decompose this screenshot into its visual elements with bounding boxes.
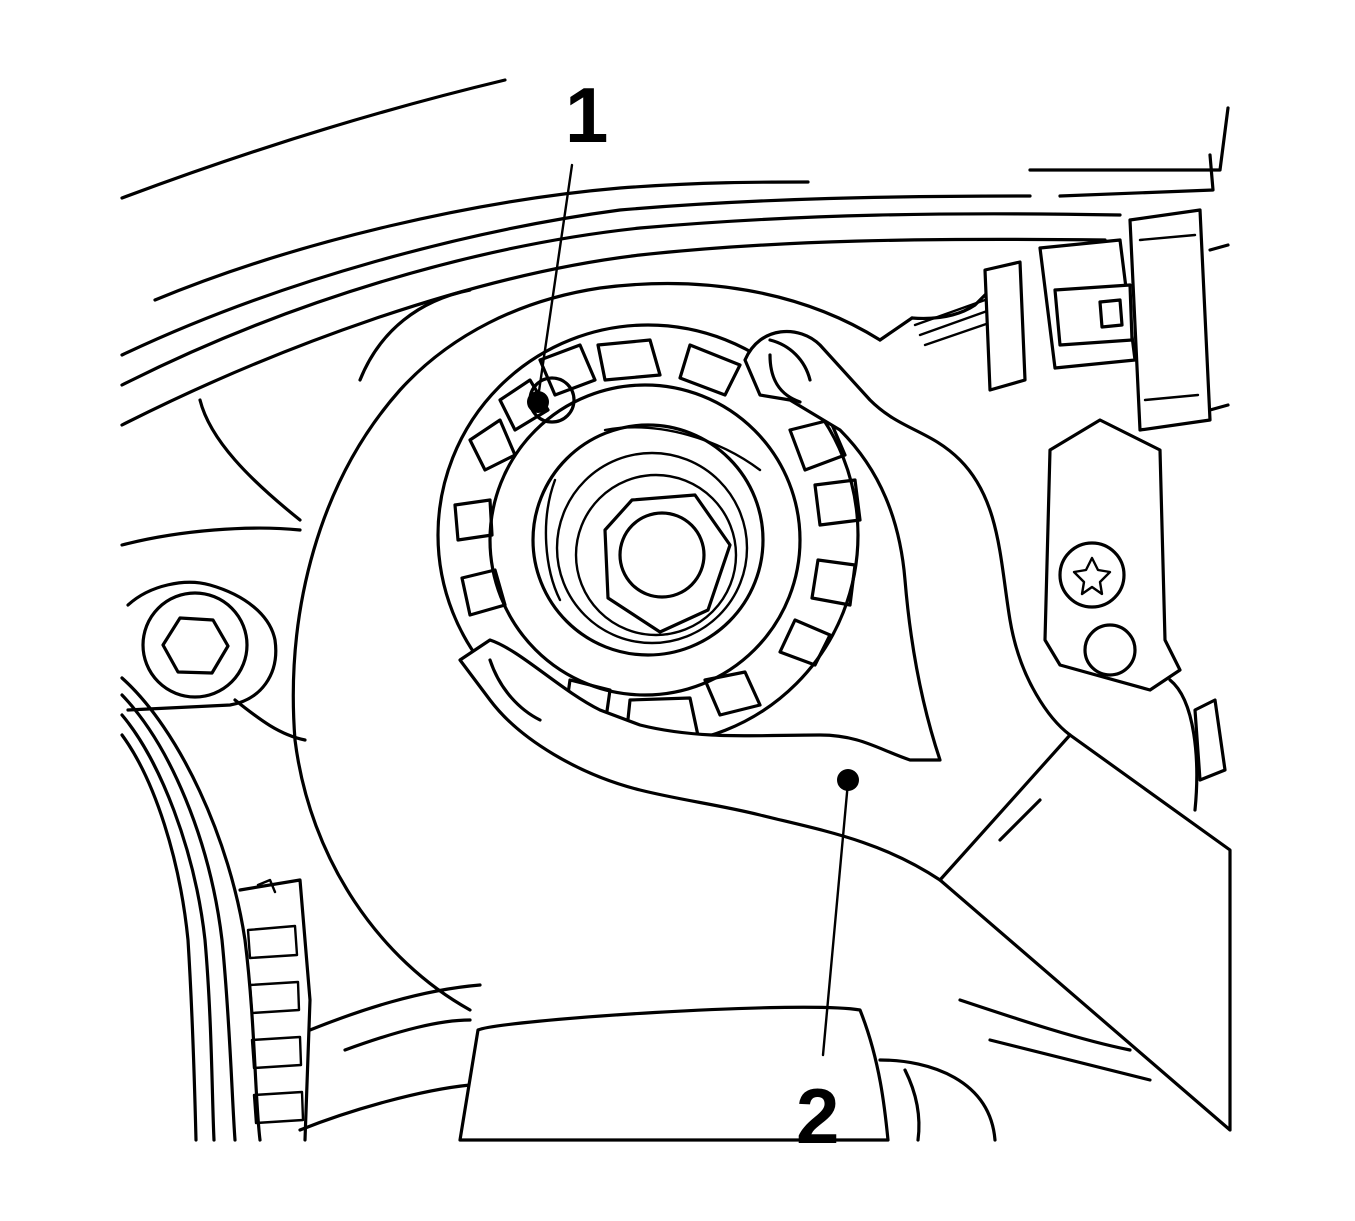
callout-1-leader — [536, 163, 574, 400]
holding-tool — [458, 329, 1232, 1132]
electrical-connector — [910, 208, 1230, 432]
callout-2-label: 2 — [796, 1072, 839, 1160]
mounting-bracket — [1043, 418, 1227, 812]
lower-block — [458, 998, 1152, 1142]
ribbed-arch — [120, 676, 482, 1142]
hex-bolt-left — [120, 398, 307, 742]
callout-1-label: 1 — [565, 71, 608, 159]
callout-2-leader — [821, 780, 850, 1057]
callout-2-dot — [837, 769, 859, 791]
callout-leaders — [527, 163, 859, 1057]
center-hex-nut — [603, 493, 732, 634]
callout-1-dot — [527, 391, 549, 413]
body-panel-lines — [120, 78, 1230, 427]
round-housing — [291, 281, 914, 1012]
